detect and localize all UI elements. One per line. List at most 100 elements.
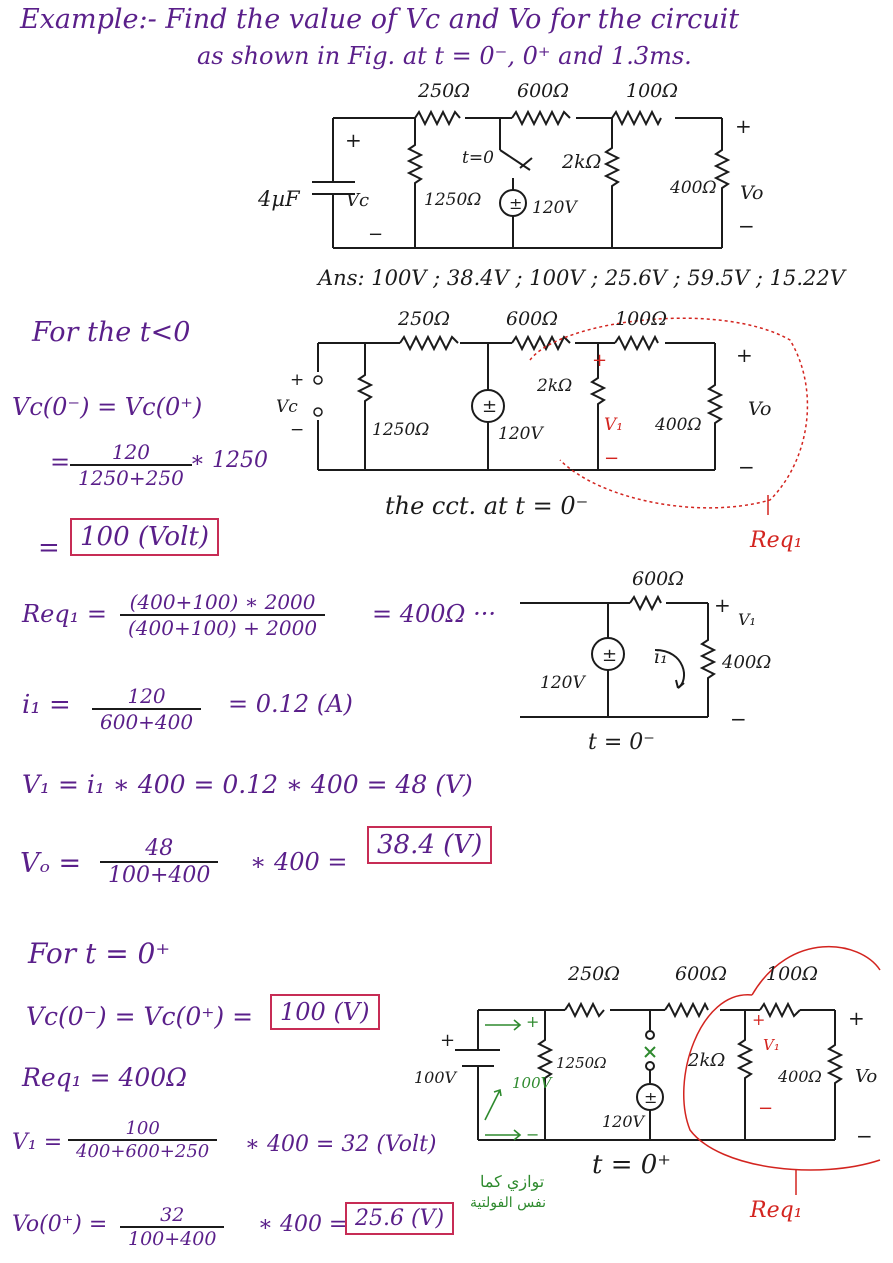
- c3-r2-label: 600Ω: [675, 963, 728, 985]
- i1-calc-rhs: = 0.12 (A): [228, 690, 353, 718]
- main-minus-left: −: [368, 224, 384, 245]
- vo-calc-mult: ∗ 400 =: [250, 848, 348, 876]
- section2-result1: 100 (V): [270, 994, 380, 1030]
- problem-title-line2: as shown in Fig. at t = 0⁻, 0⁺ and 1.3ms…: [197, 42, 692, 70]
- section2-vo-result: 25.6 (V): [345, 1202, 455, 1235]
- section1-mult: ∗ 1250: [190, 448, 268, 473]
- i1-calc-lhs: i₁ =: [22, 690, 71, 720]
- section2-vo-fraction: 32 100+400: [120, 1204, 225, 1250]
- main-rmid-label: 2kΩ: [562, 151, 602, 173]
- c2-source-label: 120V: [498, 424, 543, 444]
- c3-minus-right: −: [856, 1124, 873, 1148]
- section1-result: 100 (Volt): [70, 518, 219, 556]
- main-source-label: 120V: [532, 198, 577, 218]
- c3-v1-label: V₁: [763, 1036, 780, 1054]
- section1-eq1: Vc(0⁻) = Vc(0⁺): [12, 393, 203, 421]
- c3-note-line2: نفس الفولتية: [470, 1195, 546, 1211]
- small-plus: +: [714, 593, 731, 617]
- c2-r3-label: 100Ω: [615, 308, 668, 330]
- section2-v1-fraction: 100 400+600+250: [68, 1118, 218, 1162]
- vo-calc-lhs: Vₒ =: [20, 848, 82, 879]
- req-calc-rhs: = 400Ω ···: [372, 600, 496, 628]
- c2-plus-left: +: [290, 370, 305, 390]
- c3-note-line1: توازي كما: [480, 1172, 545, 1191]
- circuit-t0minus-diagram: ±: [313, 317, 809, 515]
- answer-line: Ans: 100V ; 38.4V ; 100V ; 25.6V ; 59.5V…: [318, 266, 845, 290]
- c2-plus-right: +: [736, 343, 753, 367]
- main-cap-label: 4µF: [258, 187, 300, 211]
- c2-v1-label: V₁: [604, 415, 624, 435]
- small-src-label: 120V: [540, 673, 585, 693]
- c2-minus-left: −: [290, 420, 305, 440]
- c3-vo-label: Vo: [855, 1066, 878, 1087]
- small-v-label: V₁: [738, 610, 756, 629]
- section2-req: Req₁ = 400Ω: [22, 1063, 187, 1092]
- c3-v1-plus: +: [752, 1010, 766, 1029]
- section2-vo-lhs: Vo(0⁺) =: [12, 1212, 108, 1237]
- main-r1-label: 250Ω: [418, 80, 471, 102]
- main-minus-right: −: [738, 214, 755, 238]
- main-vo-label: Vo: [740, 182, 764, 204]
- c3-plus-left: +: [440, 1030, 456, 1051]
- i1-calc-fraction: 120 600+400: [92, 684, 202, 734]
- c3-src2-label: 120V: [602, 1112, 645, 1131]
- small-caption: t = 0⁻: [588, 730, 655, 755]
- c3-src-inner-label: 100V: [512, 1074, 552, 1092]
- section2-v1-rhs: ∗ 400 = 32 (Volt): [245, 1132, 437, 1157]
- small-circuit-diagram: ±: [520, 594, 717, 718]
- main-switch-label: t=0: [462, 148, 494, 168]
- main-r2-label: 600Ω: [517, 80, 570, 102]
- small-i-label: i₁: [654, 646, 668, 668]
- c3-r1-label: 250Ω: [568, 963, 621, 985]
- section2-eq1: Vc(0⁻) = Vc(0⁺) =: [26, 1002, 254, 1031]
- section2-heading: For t = 0⁺: [28, 937, 171, 970]
- small-r-label: 600Ω: [632, 568, 685, 590]
- c3-rmid-label: 2kΩ: [688, 1050, 726, 1071]
- c2-rout-label: 400Ω: [655, 415, 702, 435]
- v1-calc: V₁ = i₁ ∗ 400 = 0.12 ∗ 400 = 48 (V): [22, 770, 473, 799]
- section1-fraction: 120 1250+250: [70, 440, 192, 490]
- c2-minus-right: −: [738, 455, 755, 479]
- problem-title-line1: Example:- Find the value of Vc and Vo fo…: [20, 4, 740, 35]
- svg-text:±: ±: [644, 1088, 657, 1107]
- c2-rshunt-label: 1250Ω: [372, 420, 430, 440]
- c3-rout-label: 400Ω: [778, 1067, 822, 1086]
- vo-calc-fraction: 48 100+400: [100, 836, 219, 888]
- c2-caption: the cct. at t = 0⁻: [385, 492, 589, 520]
- c2-v1-plus: +: [592, 350, 608, 371]
- main-rout-label: 400Ω: [670, 178, 717, 198]
- c3-r3-label: 100Ω: [766, 963, 819, 985]
- svg-text:±: ±: [509, 194, 522, 213]
- c3-plus-right: +: [848, 1006, 865, 1030]
- section2-v1-lhs: V₁ =: [12, 1130, 63, 1155]
- c2-req-label: Req₁: [750, 528, 803, 553]
- main-vc-label: Vc: [346, 190, 370, 211]
- c3-rshunt-label: 1250Ω: [556, 1054, 607, 1072]
- c3-v1-minus: −: [758, 1098, 774, 1119]
- small-rload-label: 400Ω: [722, 652, 772, 673]
- main-plus-right: +: [735, 114, 752, 138]
- c2-rmid-label: 2kΩ: [537, 376, 573, 396]
- c3-inner-minus: −: [526, 1125, 540, 1144]
- c2-r2-label: 600Ω: [506, 308, 559, 330]
- c2-vc-label: Vc: [276, 397, 298, 417]
- c3-caption: t = 0⁺: [592, 1150, 672, 1180]
- c2-vo-label: Vo: [748, 398, 772, 420]
- section2-vo-mult: ∗ 400 =: [258, 1212, 348, 1237]
- c2-r1-label: 250Ω: [398, 308, 451, 330]
- section1-eq2-eq: =: [50, 448, 71, 476]
- vo-calc-result: 38.4 (V): [367, 826, 493, 864]
- small-minus: −: [730, 707, 747, 731]
- c3-req-label: Req₁: [750, 1198, 803, 1223]
- c3-inner-plus: +: [526, 1012, 540, 1031]
- req-calc-fraction: (400+100) ∗ 2000 (400+100) + 2000: [120, 590, 326, 640]
- section1-heading: For the t<0: [32, 317, 191, 348]
- main-r3-label: 100Ω: [626, 80, 679, 102]
- c3-src-label: 100V: [414, 1068, 457, 1087]
- c2-v1-minus: −: [604, 448, 620, 469]
- section1-result-eq: =: [38, 533, 60, 563]
- main-rshunt-label: 1250Ω: [424, 190, 482, 210]
- req-calc-lhs: Req₁ =: [22, 600, 107, 628]
- svg-text:±: ±: [482, 396, 497, 417]
